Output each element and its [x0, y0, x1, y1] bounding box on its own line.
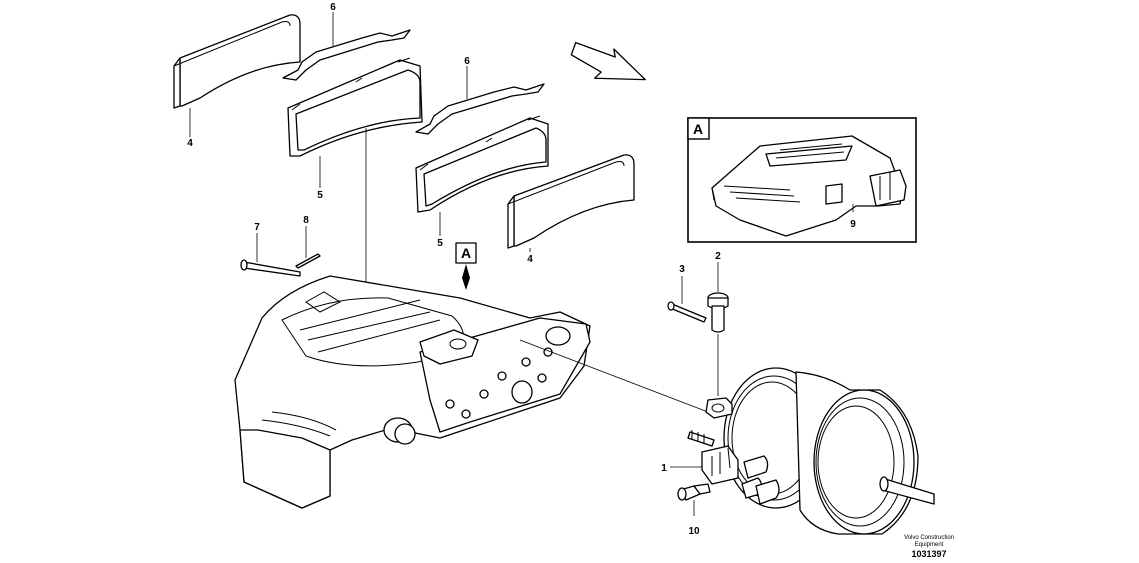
chamber-bolt [667, 276, 707, 323]
document-number: 1031397 [911, 549, 946, 559]
brake-lining-lower [507, 154, 635, 252]
hose-fitting [677, 483, 711, 516]
detail-view-a: A [687, 117, 917, 243]
spring-clip-lower [415, 66, 545, 135]
brake-pad-upper [287, 57, 423, 285]
spring-clip-upper [282, 12, 411, 81]
sensor-bracket [670, 430, 739, 485]
callout-5-lower: 5 [437, 238, 443, 249]
callout-2: 2 [715, 251, 721, 262]
retaining-pin [295, 226, 321, 269]
wear-sensor [711, 135, 907, 237]
view-marker-a: A [455, 242, 477, 290]
callout-6-upper: 6 [330, 2, 336, 13]
callout-5-upper: 5 [317, 190, 323, 201]
callout-8: 8 [303, 215, 309, 226]
brake-pad-lower [415, 115, 549, 236]
callout-4-lower: 4 [527, 254, 533, 265]
callout-6-lower: 6 [464, 56, 470, 67]
callout-4-upper: 4 [187, 138, 193, 149]
detail-box-label: A [693, 121, 703, 137]
clevis-pin [707, 262, 729, 396]
credit-line-2: Equipment [915, 542, 944, 548]
brake-lining-upper [173, 14, 301, 137]
callout-3: 3 [679, 264, 685, 275]
credit-line-1: Volvo Construction [904, 535, 954, 541]
callout-7: 7 [254, 222, 260, 233]
caliper-housing [234, 275, 591, 509]
guide-pin [240, 233, 301, 277]
brake-chamber [705, 367, 935, 535]
callout-1: 1 [661, 463, 667, 474]
callout-9: 9 [850, 219, 856, 230]
view-marker-label: A [461, 245, 471, 261]
arrow-icon [570, 41, 646, 81]
callout-10: 10 [688, 526, 700, 537]
